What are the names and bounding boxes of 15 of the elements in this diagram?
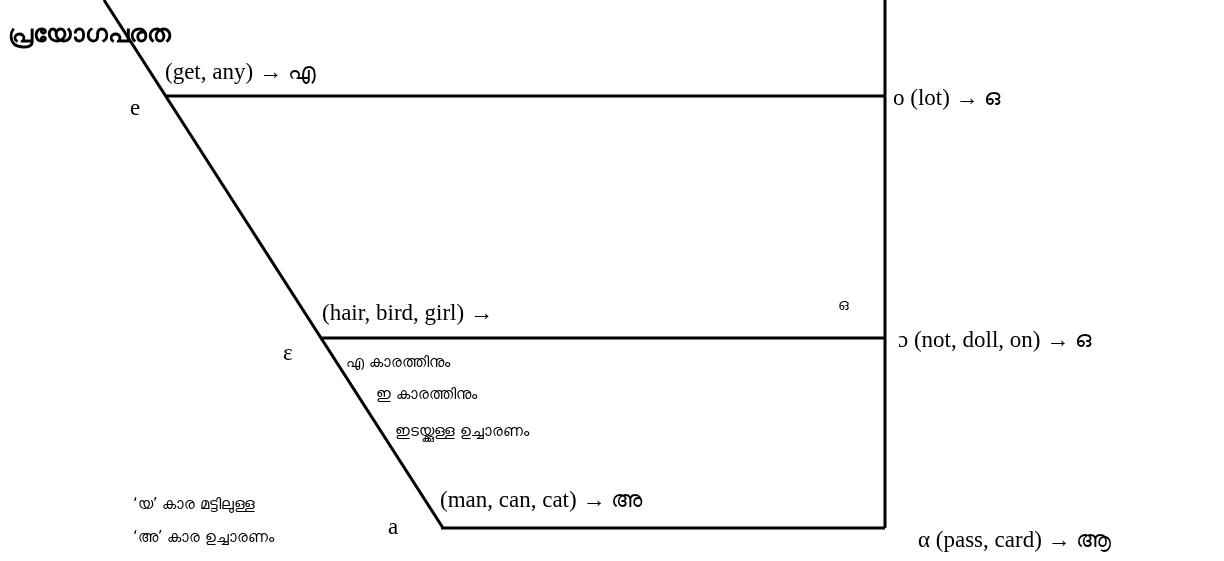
vowel-example: (hair, bird, girl) → bbox=[322, 299, 493, 327]
vowel-symbol: ഒ bbox=[838, 296, 849, 314]
note-text: ‘യ’ കാര മട്ടിലുള്ള bbox=[133, 495, 256, 513]
note-text: ഇ കാരത്തിനും bbox=[376, 385, 477, 403]
vowel-example: (man, can, cat) → അ bbox=[440, 486, 643, 514]
note-text: ഇടയ്ക്കുള്ള ഉച്ചാരണം bbox=[395, 422, 529, 440]
note-text: ‘അ’ കാര ഉച്ചാരണം bbox=[133, 528, 275, 546]
vowel-symbol: e bbox=[130, 94, 141, 122]
vowel-example: α (pass, card) → ആ bbox=[918, 526, 1112, 554]
vowel-example: o (lot) → ഒ bbox=[893, 84, 1001, 112]
note-text: എ കാരത്തിനും bbox=[346, 353, 450, 371]
vowel-symbol: a bbox=[388, 513, 399, 541]
vowel-symbol: ε bbox=[283, 339, 293, 367]
vowel-example: ɔ (not, doll, on) → ഒ bbox=[898, 326, 1091, 354]
vowel-example: (get, any) → എ bbox=[165, 58, 316, 86]
